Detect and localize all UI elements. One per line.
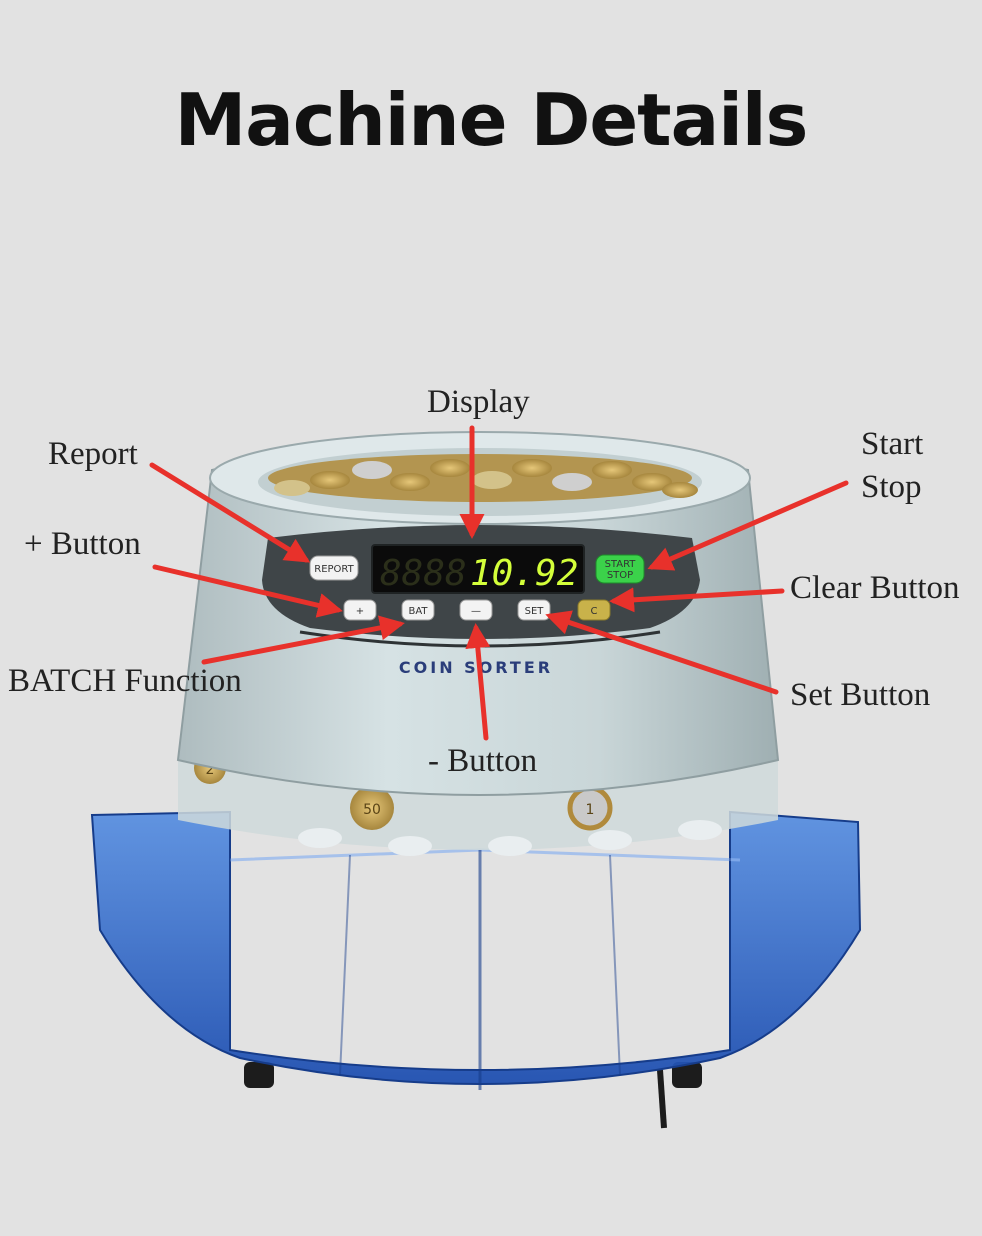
arrow-minus [465, 623, 491, 741]
set-button[interactable]: SET [517, 599, 551, 621]
label-batch-function: BATCH Function [8, 663, 242, 699]
label-display: Display [427, 384, 530, 420]
arrow-report [149, 462, 311, 563]
label-set-button: Set Button [790, 677, 931, 713]
clear-key-label: C [591, 606, 598, 617]
batch-key-label: BAT [408, 606, 428, 617]
display-value: 10.92 [470, 553, 578, 594]
arrow-set [545, 610, 779, 695]
page-title: Machine Details [174, 78, 809, 162]
stop-key-label: STOP [607, 570, 633, 581]
start-key-label: START [605, 559, 637, 570]
label-stop: Stop [861, 469, 922, 505]
start-stop-button[interactable]: START STOP [595, 554, 645, 584]
brand-label: COIN SORTER [399, 658, 553, 677]
machine-feet [244, 1062, 702, 1129]
minus-button[interactable]: — [459, 599, 493, 621]
arrow-start-stop [647, 480, 849, 571]
label-start: Start [861, 426, 924, 462]
callout-arrows [149, 425, 849, 741]
label-minus-button: - Button [428, 743, 538, 779]
arrow-plus [152, 564, 343, 618]
plus-button[interactable]: + [343, 599, 377, 621]
coin-label: 1 [586, 802, 595, 818]
label-plus-button: + Button [24, 526, 141, 562]
display-dim-digits: 8888 [380, 553, 467, 594]
arrow-batch [201, 615, 405, 665]
plus-key-label: + [356, 606, 364, 617]
display-screen: 8888 10.92 [371, 544, 585, 594]
clear-button[interactable]: C [577, 599, 611, 621]
report-key-label: REPORT [314, 564, 354, 575]
minus-key-label: — [471, 606, 481, 617]
coin-pile [268, 454, 698, 502]
coin-label: 2 [206, 762, 215, 778]
batch-button[interactable]: BAT [401, 599, 435, 621]
report-button[interactable]: REPORT [309, 555, 359, 581]
coin-label: 50 [363, 802, 381, 818]
arrow-clear [609, 587, 785, 613]
label-report: Report [48, 436, 138, 472]
set-key-label: SET [525, 606, 545, 617]
label-clear-button: Clear Button [790, 570, 960, 606]
coin-tray [90, 810, 862, 1090]
